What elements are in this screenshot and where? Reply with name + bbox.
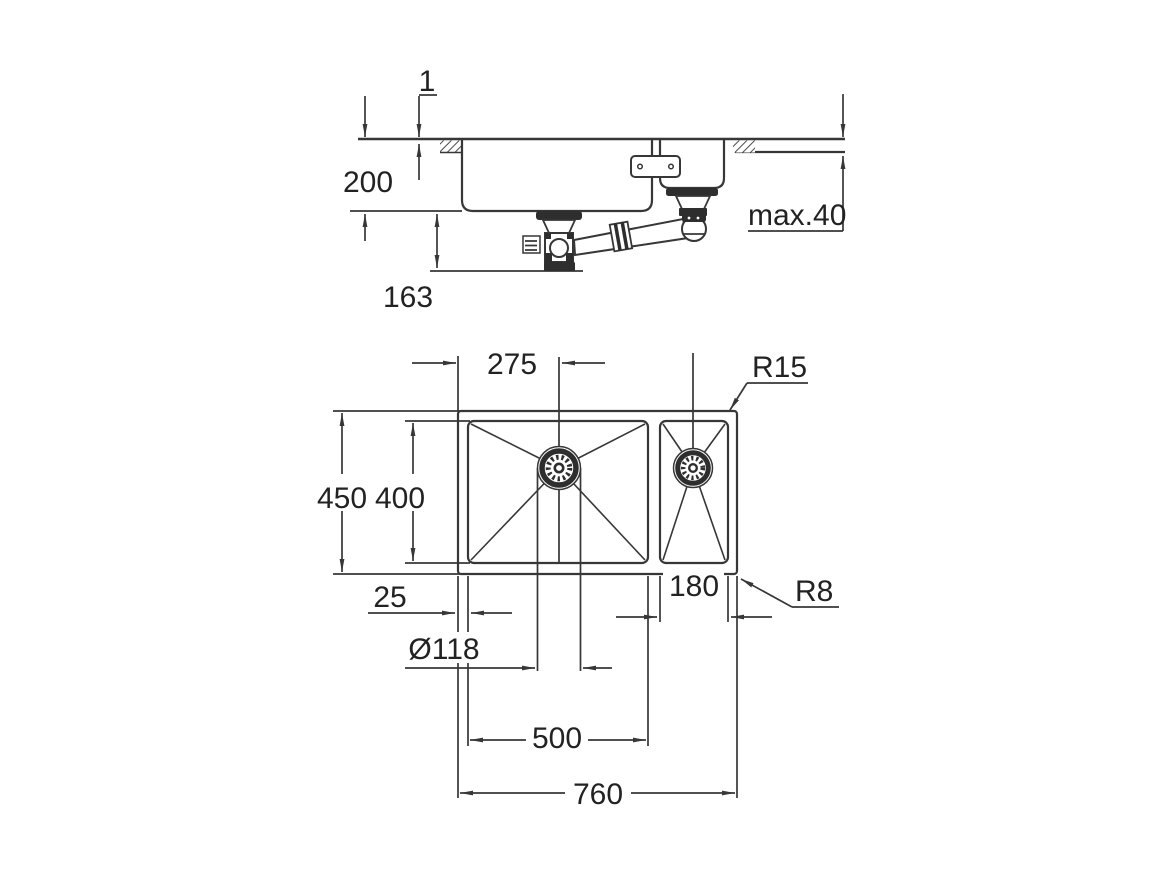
dim-outer-radius: R8 xyxy=(740,575,839,608)
dim-main-bowl-width: 500 xyxy=(467,576,649,755)
dim-label-main-bowl-width: 500 xyxy=(532,722,582,755)
dim-label-drain-clearance: 163 xyxy=(383,281,433,314)
countertop-hatch-left xyxy=(440,140,462,153)
dim-label-outer-radius: R8 xyxy=(795,575,833,608)
mounting-bracket xyxy=(630,155,681,178)
main-bowl-slope-lines xyxy=(470,423,646,561)
small-bowl-slope-lines xyxy=(662,423,726,561)
drain-pipe-section xyxy=(572,217,690,257)
main-drain-strainer xyxy=(536,445,582,491)
dim-label-small-bowl-width: 180 xyxy=(669,570,719,603)
dim-bowl-depth: 200 xyxy=(343,96,393,241)
dim-label-bowl-depth: 200 xyxy=(343,166,393,199)
dim-max-thickness: max.40 xyxy=(748,94,846,232)
main-bowl-outline xyxy=(466,419,650,565)
dim-drain-offset: 275 xyxy=(412,348,605,411)
dim-label-outer-depth: 450 xyxy=(317,482,367,515)
dim-total-width: 760 xyxy=(457,576,738,811)
plan-view: 450 400 275 25 180 xyxy=(317,348,839,811)
main-bowl-section xyxy=(460,139,654,213)
dim-outer-depth: 450 xyxy=(317,410,460,575)
dim-label-inner-radius: R15 xyxy=(752,351,807,384)
section-view: 1 200 163 max.40 xyxy=(343,65,846,314)
dim-edge-offset: 25 xyxy=(368,581,512,616)
dim-small-bowl-width: 180 xyxy=(616,570,772,622)
dim-label-total-width: 760 xyxy=(573,778,623,811)
dim-drain-diameter: Ø118 xyxy=(404,632,612,671)
dim-label-drain-offset: 275 xyxy=(487,348,537,381)
countertop-hatch-right xyxy=(733,140,755,153)
sink-outer-outline xyxy=(456,409,739,576)
dim-drain-clearance: 163 xyxy=(383,214,440,314)
small-drain-section xyxy=(666,188,718,242)
dim-inner-radius: R15 xyxy=(729,351,808,411)
dim-label-edge-offset: 25 xyxy=(373,581,406,614)
dim-rim-height: 1 xyxy=(416,65,437,180)
small-bowl-outline xyxy=(658,419,730,565)
dim-label-inner-depth: 400 xyxy=(375,482,425,515)
main-drain-section xyxy=(522,211,582,271)
dim-label-rim-height: 1 xyxy=(419,65,436,98)
dim-inner-depth: 400 xyxy=(375,420,470,564)
small-drain-strainer xyxy=(672,447,714,489)
dim-label-drain-diameter: Ø118 xyxy=(408,633,479,666)
dim-label-max-thickness: max.40 xyxy=(748,199,846,232)
